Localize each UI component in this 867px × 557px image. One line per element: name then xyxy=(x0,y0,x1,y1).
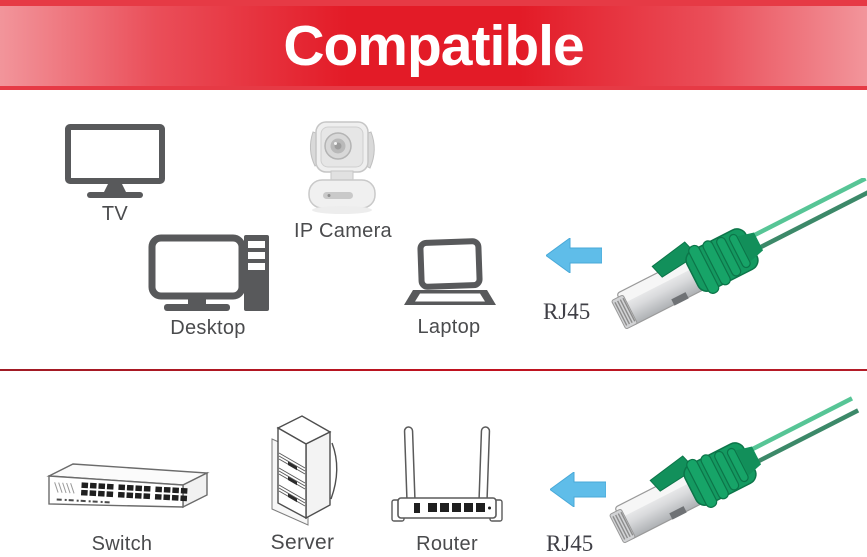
device-label-desktop: Desktop xyxy=(170,317,246,339)
rj45-label-bottom: RJ45 xyxy=(546,531,594,556)
ethernet-cable-icon xyxy=(611,178,867,330)
device-label-router: Router xyxy=(416,533,478,555)
device-laptop: Laptop xyxy=(400,238,498,339)
ethernet-cable-icon xyxy=(609,393,863,544)
banner-top-stripe xyxy=(0,0,867,6)
router-icon xyxy=(391,426,503,522)
device-server: Server xyxy=(255,405,350,555)
device-label-laptop: Laptop xyxy=(417,316,481,338)
device-router: Router xyxy=(385,415,509,556)
desktop-icon xyxy=(148,234,269,311)
network-switch-icon xyxy=(46,463,210,509)
left-arrow-icon xyxy=(550,472,606,507)
laptop-icon xyxy=(404,238,496,305)
server-icon xyxy=(271,415,338,526)
banner-bottom-stripe xyxy=(0,86,867,90)
left-arrow-icon xyxy=(546,238,602,273)
device-label-switch: Switch xyxy=(91,533,153,555)
rj45-label-top: RJ45 xyxy=(543,299,591,324)
device-label-server: Server xyxy=(270,531,335,554)
banner: Compatible xyxy=(0,0,867,90)
device-label-ip-camera: IP Camera xyxy=(294,220,392,242)
banner-title: Compatible xyxy=(283,14,584,78)
tv-icon xyxy=(65,124,165,198)
device-tv: TV xyxy=(62,122,168,226)
section-divider xyxy=(0,369,867,371)
device-desktop: Desktop xyxy=(146,233,270,340)
ip-camera-icon xyxy=(308,121,376,214)
device-switch: Switch xyxy=(22,442,222,556)
device-ip-camera: IP Camera xyxy=(294,118,392,243)
device-label-tv: TV xyxy=(101,203,129,225)
